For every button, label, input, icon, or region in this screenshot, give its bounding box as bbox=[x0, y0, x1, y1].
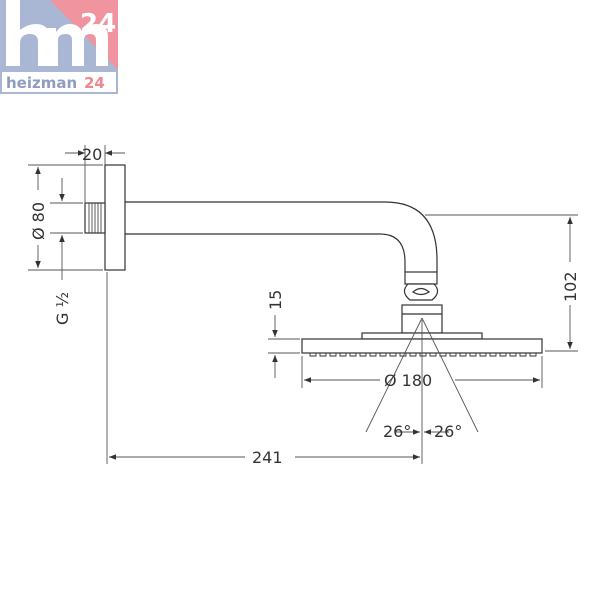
dim-projection: 241 bbox=[252, 448, 283, 467]
spray-nozzles bbox=[309, 353, 537, 357]
dim-arm-drop: 102 bbox=[561, 271, 580, 302]
dim-spray-angle-right: 26° bbox=[434, 422, 462, 441]
dim-flange-depth: 20 bbox=[82, 145, 102, 164]
logo-brand-name: heizman bbox=[6, 74, 77, 92]
logo-letter-h bbox=[6, 0, 50, 66]
dim-spray-angle-left: 26° bbox=[383, 422, 411, 441]
heizman24-logo: 24 heizman 24 bbox=[0, 0, 118, 94]
logo-letter-m bbox=[45, 24, 108, 66]
logo-number: 24 bbox=[80, 9, 116, 39]
thread-lines bbox=[88, 203, 102, 233]
ball-joint-detail bbox=[411, 287, 431, 296]
dimension-lines bbox=[28, 145, 578, 464]
dimension-labels: 20 Ø 80 G ½ 102 15 Ø 180 26° 26° 241 bbox=[29, 145, 580, 467]
dim-flange-diameter: Ø 80 bbox=[29, 202, 48, 240]
ball-joint bbox=[403, 283, 439, 301]
dim-head-height: 15 bbox=[266, 290, 285, 310]
arm-inner-edge bbox=[125, 233, 406, 272]
logo-banner bbox=[2, 72, 116, 92]
arm-joint bbox=[404, 271, 438, 285]
dim-thread: G ½ bbox=[53, 292, 72, 325]
dim-head-diameter: Ø 180 bbox=[384, 371, 432, 390]
logo-brand-number: 24 bbox=[84, 74, 105, 92]
arm-outer-edge bbox=[125, 201, 438, 272]
shower-arm-assembly bbox=[84, 164, 543, 357]
wall-flange bbox=[104, 164, 126, 271]
